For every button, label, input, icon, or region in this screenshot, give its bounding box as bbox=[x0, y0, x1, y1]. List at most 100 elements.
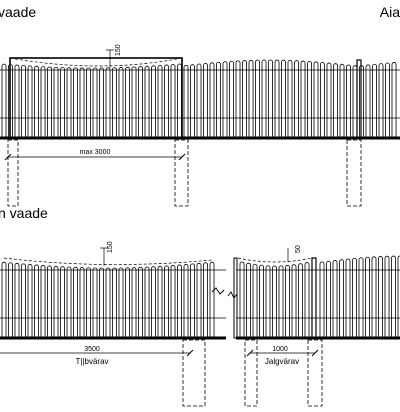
top-picket bbox=[27, 65, 33, 137]
top-picket bbox=[66, 67, 72, 137]
gate-picket bbox=[112, 267, 117, 337]
top-picket bbox=[190, 64, 195, 137]
top-picket bbox=[125, 66, 130, 137]
top-picket bbox=[391, 62, 397, 137]
gate-picket bbox=[1, 261, 7, 337]
top-fence-pickets bbox=[1, 59, 397, 137]
small-gate-name: Jalgvärav bbox=[265, 357, 299, 366]
top-picket bbox=[378, 63, 384, 137]
top-height-label: 150 bbox=[115, 44, 122, 56]
top-picket bbox=[73, 67, 78, 137]
top-dim-tick-left bbox=[4, 153, 12, 161]
gate-picket bbox=[8, 262, 13, 337]
top-picket bbox=[21, 65, 26, 137]
gate-picket bbox=[209, 261, 215, 337]
gate-picket bbox=[21, 263, 26, 337]
gate-picket bbox=[86, 267, 91, 337]
small-gate-picket bbox=[278, 265, 284, 337]
top-picket bbox=[339, 63, 345, 137]
right-fence-picket bbox=[326, 260, 331, 337]
top-picket bbox=[222, 61, 228, 137]
top-picket bbox=[261, 59, 267, 137]
small-gate-height-label: 50 bbox=[295, 245, 302, 253]
top-picket bbox=[333, 63, 338, 137]
gate-picket bbox=[125, 267, 130, 337]
top-picket bbox=[294, 60, 299, 137]
gate-picket bbox=[99, 267, 104, 337]
right-fence-picket bbox=[371, 256, 377, 337]
top-picket bbox=[40, 66, 46, 137]
gate-picket bbox=[190, 263, 195, 337]
gate-picket bbox=[131, 267, 137, 337]
gate-curve-dashed bbox=[3, 257, 213, 265]
top-picket bbox=[157, 64, 163, 137]
bottom-fence bbox=[0, 247, 400, 407]
small-gate-picket bbox=[265, 265, 271, 337]
top-dim-tick-right bbox=[178, 153, 186, 161]
gate-picket bbox=[34, 264, 39, 337]
small-gate-picket bbox=[298, 263, 303, 337]
top-right-post bbox=[356, 59, 362, 139]
top-picket bbox=[144, 65, 150, 137]
right-fence-picket bbox=[384, 255, 390, 337]
small-gate-width: 1000 bbox=[272, 346, 288, 353]
top-picket bbox=[229, 60, 234, 137]
gate-picket bbox=[118, 267, 124, 337]
gate-picket bbox=[157, 265, 163, 337]
right-fence-picket bbox=[365, 256, 370, 337]
top-picket bbox=[320, 62, 325, 137]
gate-picket bbox=[105, 267, 111, 337]
top-picket bbox=[209, 62, 215, 137]
right-fence-picket bbox=[352, 257, 357, 337]
top-picket bbox=[112, 67, 117, 137]
gate-picket bbox=[138, 266, 143, 337]
top-picket bbox=[196, 63, 202, 137]
top-picket bbox=[34, 65, 39, 137]
top-picket bbox=[86, 67, 91, 137]
top-view-title: vaade bbox=[0, 4, 37, 20]
gate-picket bbox=[14, 262, 20, 337]
top-picket bbox=[170, 64, 176, 137]
top-picket bbox=[385, 62, 390, 137]
gate-picket bbox=[27, 264, 33, 337]
top-picket bbox=[255, 59, 260, 137]
top-picket bbox=[274, 59, 280, 137]
top-picket bbox=[346, 64, 351, 137]
break-mark-left bbox=[211, 287, 225, 295]
small-gate-picket bbox=[252, 263, 258, 337]
bottom-foundation-left bbox=[182, 339, 206, 407]
top-picket bbox=[287, 60, 293, 137]
top-span-label: max 3000 bbox=[80, 149, 111, 156]
top-picket bbox=[79, 67, 85, 137]
top-picket bbox=[216, 61, 221, 137]
gate-post-left-1 bbox=[233, 257, 238, 339]
bottom-view-title: n vaade bbox=[0, 205, 48, 221]
bottom-foundation-mid bbox=[244, 339, 258, 407]
top-picket bbox=[307, 61, 312, 137]
right-fence-picket bbox=[378, 256, 383, 337]
top-picket bbox=[47, 66, 52, 137]
gate-picket bbox=[73, 266, 78, 337]
top-picket bbox=[1, 63, 7, 137]
top-picket bbox=[300, 60, 306, 137]
gate-picket bbox=[66, 266, 72, 337]
top-picket bbox=[203, 63, 208, 137]
small-gate-picket bbox=[291, 264, 297, 337]
big-gate-name: T||bvärav bbox=[75, 357, 108, 366]
right-fence-picket bbox=[332, 260, 338, 337]
small-gate-picket bbox=[259, 264, 264, 337]
small-gate-curve-dashed bbox=[237, 257, 313, 263]
big-gate-width: 3500 bbox=[84, 346, 100, 353]
small-gate-picket bbox=[239, 261, 245, 337]
right-fence-picket bbox=[319, 261, 325, 337]
top-foundation-right bbox=[346, 139, 362, 207]
gate-picket bbox=[47, 265, 52, 337]
top-picket bbox=[138, 66, 143, 137]
top-picket bbox=[99, 67, 104, 137]
right-fence-picket bbox=[345, 258, 351, 337]
gate-picket bbox=[53, 265, 59, 337]
top-picket bbox=[177, 63, 182, 137]
top-picket bbox=[313, 61, 319, 137]
top-picket bbox=[281, 59, 286, 137]
gate-picket bbox=[203, 262, 208, 337]
